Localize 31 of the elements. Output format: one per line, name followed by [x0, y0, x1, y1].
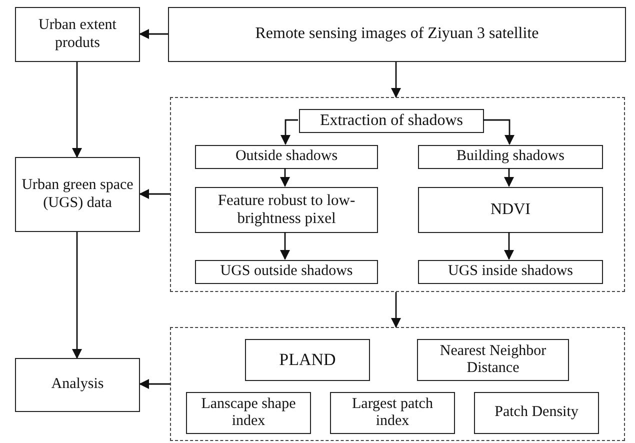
process-box: UGS inside shadows [418, 260, 603, 284]
process-box: Building shadows [418, 145, 603, 169]
arrow [139, 379, 170, 389]
process-box: Analysis [15, 358, 140, 412]
arrow [139, 189, 170, 199]
arrow [280, 119, 298, 145]
process-box: Outside shadows [195, 145, 378, 169]
arrow [139, 29, 168, 39]
arrow [504, 232, 514, 260]
dashed-group-frame [170, 327, 625, 441]
arrow [280, 168, 290, 187]
process-box: Urban green space (UGS) data [15, 157, 140, 232]
arrow [72, 232, 82, 359]
arrow [280, 232, 290, 260]
arrow [391, 62, 401, 98]
process-box: Feature robust to low-brightness pixel [195, 187, 378, 233]
process-box: UGS outside shadows [195, 260, 378, 284]
dashed-group-frame [170, 97, 625, 292]
arrow [391, 292, 401, 328]
process-box: Patch Density [474, 392, 599, 434]
process-box: NDVI [418, 187, 603, 233]
arrow [504, 168, 514, 187]
process-box: PLAND [245, 339, 370, 381]
arrow [483, 119, 514, 145]
process-box: Urban extent produts [15, 7, 140, 62]
process-box: Largest patch index [330, 392, 455, 434]
process-box: Nearest Neighbor Distance [417, 339, 569, 381]
process-box: Extraction of shadows [299, 109, 484, 133]
process-box: Lanscape shape index [186, 392, 311, 434]
process-box: Remote sensing images of Ziyuan 3 satellite [168, 7, 626, 62]
arrow [72, 62, 82, 158]
